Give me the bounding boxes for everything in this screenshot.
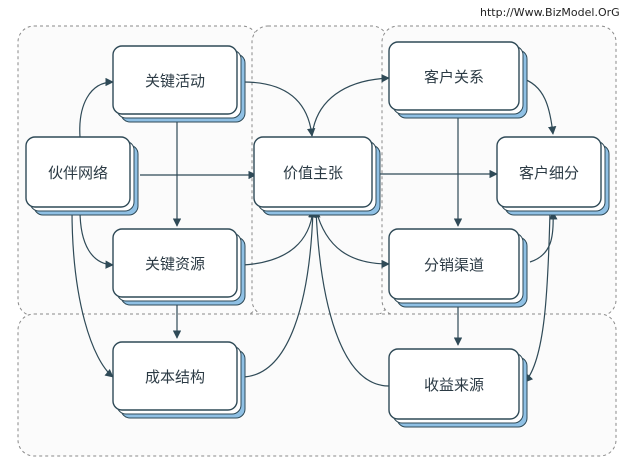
arrows — [71, 74, 558, 387]
node-label: 关键活动 — [145, 72, 205, 90]
node-label: 客户关系 — [424, 68, 484, 86]
node-label: 成本结构 — [145, 368, 205, 386]
arrow-revenue-to-value — [312, 209, 390, 387]
node-label: 价值主张 — [283, 164, 343, 182]
arrow-value-to-channels — [315, 209, 390, 269]
node-cost-structure: 成本结构 — [112, 341, 246, 419]
arrow-channels-to-segments — [529, 211, 558, 263]
node-label: 客户细分 — [519, 164, 579, 182]
node-channels: 分销渠道 — [388, 228, 528, 308]
node-value-proposition: 价值主张 — [253, 136, 381, 216]
arrow-resources-to-value — [242, 209, 317, 266]
arrow-segments-to-revenue — [524, 211, 551, 383]
node-revenue-streams: 收益来源 — [388, 348, 528, 428]
arrow-cost-to-value — [242, 209, 317, 378]
arrow-value-to-relationships — [311, 74, 390, 137]
node-key-resources: 关键资源 — [112, 228, 246, 306]
arrow-partners-to-resources — [79, 209, 114, 269]
node-label: 分销渠道 — [424, 256, 484, 274]
arrow-partners-to-activities — [79, 77, 114, 138]
arrow-activities-to-value — [242, 81, 316, 137]
arrow-partners-to-cost — [71, 209, 114, 378]
node-customer-segments: 客户细分 — [496, 136, 610, 216]
node-label: 伙伴网络 — [48, 164, 108, 182]
source-url: http://Www.BizModel.OrG — [480, 6, 620, 19]
node-customer-relationships: 客户关系 — [388, 41, 528, 119]
node-label: 关键资源 — [145, 255, 205, 273]
node-label: 收益来源 — [424, 376, 484, 394]
node-key-partners: 伙伴网络 — [25, 136, 139, 216]
node-key-activities: 关键活动 — [112, 45, 246, 123]
